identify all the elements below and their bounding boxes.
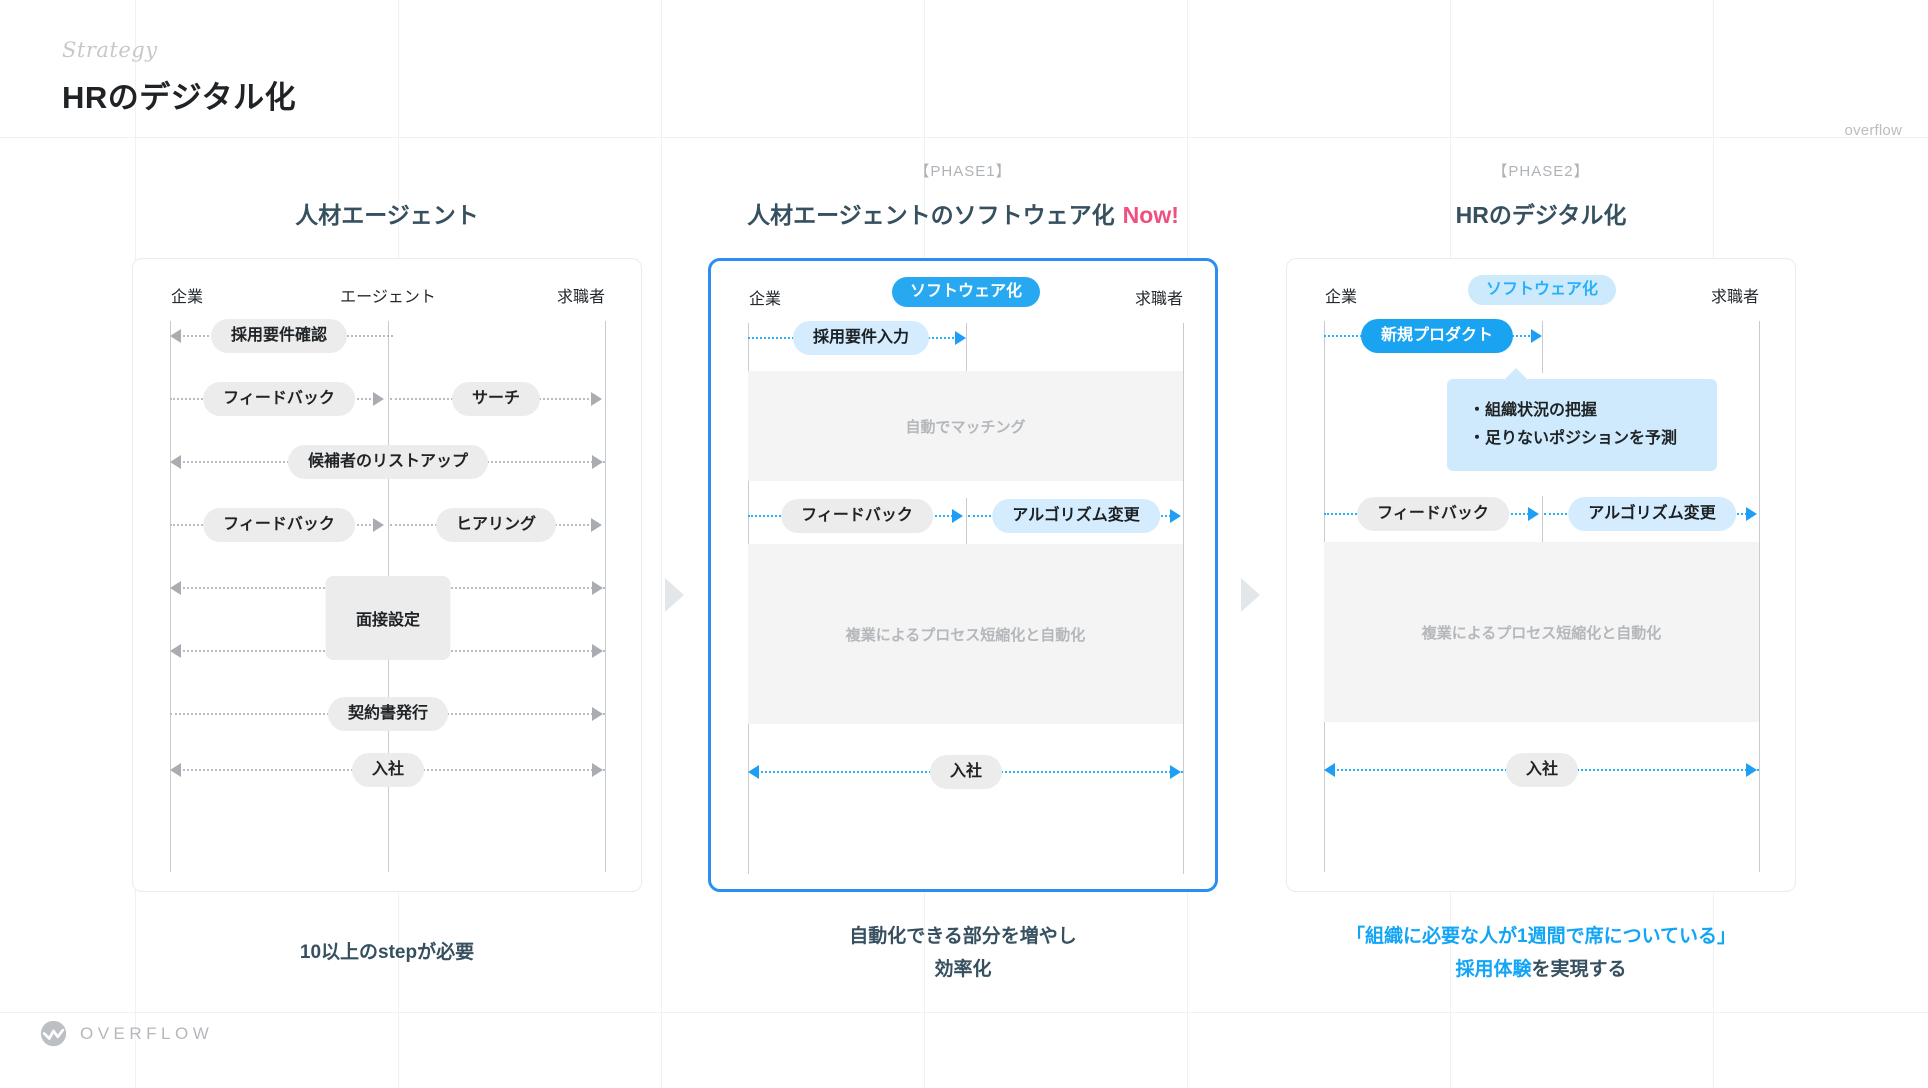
panel-parallel-work-2: 複業によるプロセス短縮化と自動化 <box>1324 542 1759 722</box>
chip-feedback-1: フィードバック <box>203 382 355 416</box>
column-3-footer-line-1: 「組織に必要な人が1週間で席についている」 <box>1346 926 1736 947</box>
lane-label-jobseeker-3: 求職者 <box>1710 289 1759 306</box>
column-phase2: 【PHASE2】 HRのデジタル化 企業 ソフトウェア化 求職者 新規プロダクト <box>1286 160 1796 980</box>
column-1-title-text: 人材エージェント <box>295 202 479 228</box>
lifeline-jobseeker-2 <box>1183 323 1184 874</box>
row-join-1: 入社 <box>133 753 641 787</box>
lifeline-jobseeker-3 <box>1759 321 1760 872</box>
overflow-wordmark: OVERFLOW <box>80 1023 214 1043</box>
column-3-footer-highlight: 採用体験 <box>1455 959 1532 981</box>
row-candidate-list: 候補者のリストアップ <box>133 445 641 479</box>
separator-arrow-2 <box>1241 578 1260 612</box>
lane-label-company-3: 企業 <box>1325 289 1358 306</box>
header-eyebrow: Strategy <box>62 38 158 62</box>
column-2-footer-line-2: 効率化 <box>934 959 992 981</box>
column-2-lane-labels: 企業 ソフトウェア化 求職者 <box>711 277 1215 308</box>
chip-feedback-3: フィードバック <box>781 499 933 533</box>
column-1-footer: 10以上のstepが必要 <box>132 936 642 969</box>
column-2-card: 企業 ソフトウェア化 求職者 採用要件入力 自動でマッチング フィードバック <box>708 258 1218 892</box>
lane-pill-software-1: ソフトウェア化 <box>891 277 1041 307</box>
overflow-mark-icon <box>40 1020 67 1047</box>
page-title: HRのデジタル化 <box>62 80 297 115</box>
lane-label-agent: エージェント <box>340 289 436 306</box>
column-3-footer: 「組織に必要な人が1週間で席についている」 採用体験を実現する <box>1286 920 1796 987</box>
chip-feedback-2: フィードバック <box>203 508 355 542</box>
page-header: Strategy HRのデジタル化 <box>62 38 296 117</box>
column-1-lane-labels: 企業 エージェント 求職者 <box>133 283 641 306</box>
chip-feedback-4: フィードバック <box>1357 497 1509 531</box>
column-2-header: 【PHASE1】 人材エージェントのソフトウェア化 Now! <box>708 160 1218 230</box>
chip-requirement-confirm: 採用要件確認 <box>210 319 348 353</box>
panel-parallel-work-1: 複業によるプロセス短縮化と自動化 <box>748 544 1183 724</box>
column-3-footer-line-2: 採用体験を実現する <box>1286 953 1796 986</box>
chip-requirement-input: 採用要件入力 <box>792 321 930 355</box>
column-1-title: 人材エージェント <box>132 196 642 230</box>
row-join-2: 入社 <box>711 755 1215 789</box>
chip-join-1: 入社 <box>351 753 425 787</box>
row-requirement-confirm: 採用要件確認 <box>133 319 641 353</box>
panel-auto-matching: 自動でマッチング <box>748 371 1183 481</box>
column-2-phase: 【PHASE1】 <box>914 163 1012 180</box>
column-3-title: HRのデジタル化 <box>1286 196 1796 230</box>
column-2-title: 人材エージェントのソフトウェア化 Now! <box>708 196 1218 230</box>
row-requirement-input: 採用要件入力 <box>711 321 1215 355</box>
separator-arrow-1 <box>665 578 684 612</box>
lifeline-software-1b <box>966 498 967 550</box>
chip-new-product: 新規プロダクト <box>1360 319 1514 353</box>
chip-candidate-list: 候補者のリストアップ <box>287 445 489 479</box>
column-3-footer-rest: を実現する <box>1531 959 1627 981</box>
lane-pill-software-2: ソフトウェア化 <box>1467 275 1617 305</box>
lifeline-software-1a <box>966 323 967 375</box>
row-feedback-algorithm-2: フィードバック アルゴリズム変更 <box>1287 497 1795 531</box>
lane-label-jobseeker: 求職者 <box>556 289 605 306</box>
column-1-footer-line: 10以上のstepが必要 <box>299 942 475 963</box>
lifeline-software-2a <box>1542 321 1543 373</box>
row-contract-issue: 契約書発行 <box>133 697 641 731</box>
column-2-footer-line-1: 自動化できる部分を増やし <box>849 926 1077 947</box>
row-new-product: 新規プロダクト <box>1287 319 1795 353</box>
column-1-header: 人材エージェント <box>132 160 642 230</box>
chip-join-2: 入社 <box>929 755 1003 789</box>
chip-search: サーチ <box>451 382 541 416</box>
now-badge: Now! <box>1122 202 1179 228</box>
callout-capabilities: ・組織状況の把握 ・足りないポジションを予測 <box>1447 368 1717 471</box>
column-3-title-text: HRのデジタル化 <box>1455 202 1627 228</box>
row-feedback-algorithm-1: フィードバック アルゴリズム変更 <box>711 499 1215 533</box>
column-3-lane-labels: 企業 ソフトウェア化 求職者 <box>1287 275 1795 306</box>
lane-label-company: 企業 <box>171 289 204 306</box>
column-3-header: 【PHASE2】 HRのデジタル化 <box>1286 160 1796 230</box>
lifeline-company <box>170 321 171 872</box>
chip-join-3: 入社 <box>1505 753 1579 787</box>
row-feedback-search: フィードバック サーチ <box>133 382 641 416</box>
column-1-card: 企業 エージェント 求職者 採用要件確認 フィードバック サーチ <box>132 258 642 892</box>
row-join-3: 入社 <box>1287 753 1795 787</box>
lifeline-jobseeker <box>605 321 606 872</box>
chip-algorithm-change-1: アルゴリズム変更 <box>992 499 1160 533</box>
chip-contract-issue: 契約書発行 <box>327 697 449 731</box>
chip-algorithm-change-2: アルゴリズム変更 <box>1568 497 1736 531</box>
corner-brand-label: overflow <box>1844 122 1902 139</box>
column-3-card: 企業 ソフトウェア化 求職者 新規プロダクト ・組織状況の把握 ・足りないポジシ… <box>1286 258 1796 892</box>
chip-hearing: ヒアリング <box>435 508 557 542</box>
box-interview-setup: 面接設定 <box>325 576 451 660</box>
callout-line-1: ・組織状況の把握 <box>1469 402 1598 419</box>
lane-label-company-2: 企業 <box>749 291 782 308</box>
overflow-logo: OVERFLOW <box>40 1020 213 1047</box>
column-phase1: 【PHASE1】 人材エージェントのソフトウェア化 Now! 企業 ソフトウェア化… <box>708 160 1218 980</box>
row-feedback-hearing: フィードバック ヒアリング <box>133 508 641 542</box>
lane-label-jobseeker-2: 求職者 <box>1134 291 1183 308</box>
lifeline-software-2b <box>1542 496 1543 548</box>
column-agent: 人材エージェント 企業 エージェント 求職者 採用要件確認 <box>132 160 642 963</box>
callout-line-2: ・足りないポジションを予測 <box>1469 430 1678 447</box>
column-2-title-text: 人材エージェントのソフトウェア化 <box>747 202 1115 228</box>
column-2-footer: 自動化できる部分を増やし 効率化 <box>708 920 1218 987</box>
column-1-phase <box>132 160 642 180</box>
column-3-phase: 【PHASE2】 <box>1492 163 1590 180</box>
